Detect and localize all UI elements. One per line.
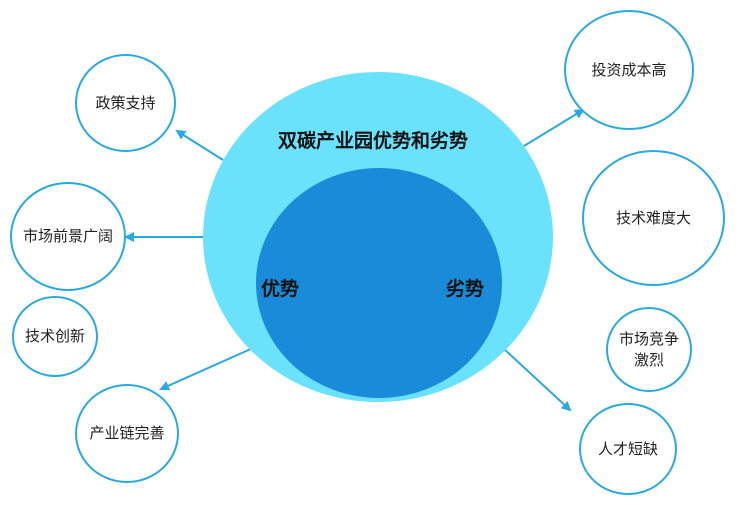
- bubble-label: 产业链完善: [89, 424, 165, 443]
- diagram-title: 双碳产业园优势和劣势: [277, 130, 468, 152]
- bubble-label: 市场竞争激烈: [618, 330, 679, 369]
- bubble-investment-cost: 投资成本高: [564, 10, 694, 130]
- bubble-market-prospect: 市场前景广阔: [10, 182, 126, 291]
- advantage-label: 优势: [261, 278, 300, 300]
- bubble-tech-innovation: 技术创新: [12, 296, 98, 377]
- arrow-industry-chain: [159, 347, 254, 391]
- disadvantage-label: 劣势: [446, 278, 485, 300]
- bubble-label: 技术难度大: [615, 208, 691, 227]
- bubble-label: 市场前景广阔: [22, 227, 113, 246]
- inner-circle: [256, 168, 502, 398]
- bubble-tech-difficulty: 技术难度大: [582, 150, 725, 286]
- bubble-policy-support: 政策支持: [75, 54, 176, 152]
- bubble-label: 投资成本高: [591, 60, 667, 79]
- bubble-label: 技术创新: [24, 327, 85, 346]
- bubble-market-competition: 市场竞争激烈: [606, 307, 692, 392]
- bubble-label: 人才短缺: [597, 439, 658, 458]
- arrow-talent-shortage: [502, 347, 572, 412]
- bubble-industry-chain: 产业链完善: [75, 384, 179, 483]
- bubble-talent-shortage: 人才短缺: [579, 403, 677, 495]
- bubble-label: 政策支持: [95, 93, 156, 112]
